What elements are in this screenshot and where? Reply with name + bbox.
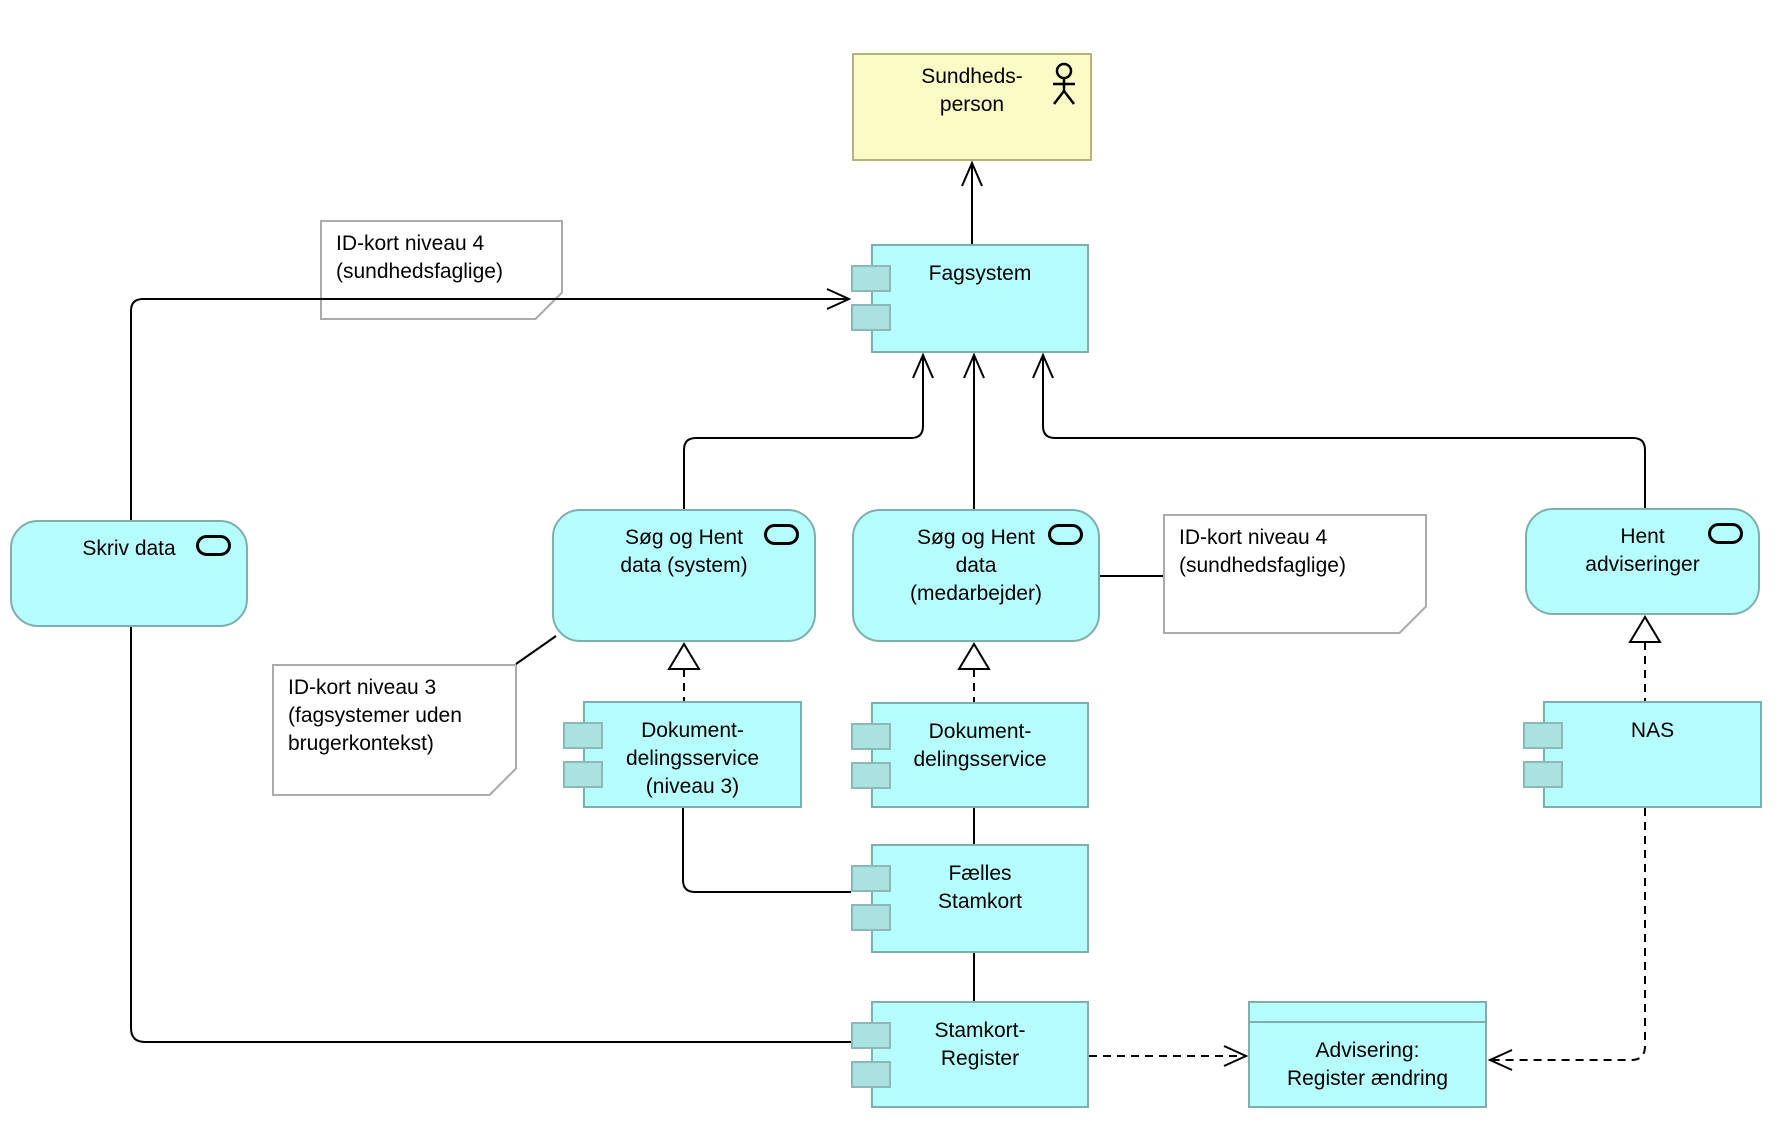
realization-triangle-icon xyxy=(957,642,991,670)
realization-triangle-icon xyxy=(1628,615,1662,643)
connector-sogsystem-to-fagsystem xyxy=(683,352,934,509)
line xyxy=(1493,808,1646,1061)
note-idkort3-text: ID-kort niveau 3 (fagsystemer uden bruge… xyxy=(288,676,462,755)
component-tab-icon xyxy=(563,761,603,788)
note-background xyxy=(1165,516,1425,632)
data-object-advisering-label: Advisering: Register ændring xyxy=(1286,1038,1449,1090)
actor-icon xyxy=(1053,62,1075,105)
component-dokumentdelingsservice-niveau3-label: Dokument- delingsservice (niveau 3) xyxy=(625,719,760,798)
component-tab-icon xyxy=(563,722,603,749)
note-idkort4-left: ID-kort niveau 4 (sundhedsfaglige) xyxy=(320,220,563,320)
realization-triangle-icon xyxy=(667,642,701,670)
line xyxy=(1042,356,1646,508)
service-sog-hent-data-system: Søg og Hent data (system) xyxy=(552,509,816,642)
service-oval-icon xyxy=(1048,524,1083,545)
service-oval-icon xyxy=(1708,523,1743,544)
connector-hentadviseringer-to-fagsystem xyxy=(1032,352,1646,508)
arrowhead-icon xyxy=(963,352,985,379)
component-tab-icon xyxy=(851,1061,891,1088)
component-tab-icon xyxy=(851,865,891,892)
component-fagsystem-label: Fagsystem xyxy=(928,262,1032,285)
component-nas: NAS xyxy=(1523,701,1762,808)
component-stamkort-register-label: Stamkort- Register xyxy=(934,1019,1026,1070)
arrowhead-icon xyxy=(1032,352,1054,379)
arrowhead-icon xyxy=(826,288,852,310)
component-stamkort-register: Stamkort- Register xyxy=(851,1001,1089,1108)
component-tab-icon xyxy=(851,762,891,789)
service-oval-icon xyxy=(764,524,799,545)
realization-nas-to-hentadviseringer xyxy=(1628,615,1662,701)
arrowhead-icon xyxy=(1223,1045,1249,1067)
component-tab-icon xyxy=(1523,761,1563,788)
line xyxy=(515,635,557,665)
service-sog-hent-data-medarbejder: Søg og Hent data (medarbejder) xyxy=(852,509,1100,642)
connector-sogmedarbejder-to-fagsystem xyxy=(963,352,985,509)
service-sog-hent-data-medarbejder-label: Søg og Hent data (medarbejder) xyxy=(910,526,1042,605)
line xyxy=(682,808,851,893)
arrowhead-icon xyxy=(1487,1049,1513,1071)
arrowhead-icon xyxy=(961,160,983,187)
data-object-label-wrap: Advisering: Register ændring xyxy=(1250,1023,1485,1106)
connector-fagsystem-to-sundhedsperson xyxy=(961,160,983,244)
service-sog-hent-data-system-label: Søg og Hent data (system) xyxy=(620,526,748,577)
service-hent-adviseringer-label: Hent adviseringer xyxy=(1585,525,1700,576)
note-idkort4-right: ID-kort niveau 4 (sundhedsfaglige) xyxy=(1163,514,1427,634)
component-tab-icon xyxy=(851,304,891,331)
arrowhead-icon xyxy=(912,352,934,379)
component-tab-icon xyxy=(851,723,891,750)
connector-faellesstamkort-to-dokdeling3 xyxy=(682,808,851,893)
component-fagsystem: Fagsystem xyxy=(851,244,1089,353)
flow-nas-to-advisering xyxy=(1487,808,1646,1071)
note-idkort4-left-text: ID-kort niveau 4 (sundhedsfaglige) xyxy=(336,232,503,283)
component-faelles-stamkort: Fælles Stamkort xyxy=(851,844,1089,953)
component-nas-label: NAS xyxy=(1630,719,1675,742)
actor-sundhedsperson: Sundheds- person xyxy=(852,53,1092,161)
realization-dokdeling-to-sogmedarbejder xyxy=(957,642,991,702)
actor-sundhedsperson-label: Sundheds- person xyxy=(921,65,1023,116)
service-skriv-data: Skriv data xyxy=(10,520,248,627)
component-dokumentdelingsservice-niveau3: Dokument- delingsservice (niveau 3) xyxy=(563,701,802,808)
note-connector-idkort3 xyxy=(515,635,557,665)
data-object-band xyxy=(1250,1003,1485,1023)
service-oval-icon xyxy=(196,535,231,556)
note-idkort3: ID-kort niveau 3 (fagsystemer uden bruge… xyxy=(272,664,517,796)
component-tab-icon xyxy=(851,265,891,292)
component-tab-icon xyxy=(851,1022,891,1049)
service-skriv-data-label: Skriv data xyxy=(82,537,176,560)
component-dokumentdelingsservice-label: Dokument- delingsservice xyxy=(913,720,1047,771)
component-dokumentdelingsservice: Dokument- delingsservice xyxy=(851,702,1089,808)
component-tab-icon xyxy=(1523,722,1563,749)
realization-dokdeling3-to-sogsystem xyxy=(667,642,701,701)
flow-stamkortregister-to-advisering xyxy=(1089,1045,1249,1067)
connector-skrivdata-to-fagsystem xyxy=(130,288,852,520)
component-tab-icon xyxy=(851,904,891,931)
note-idkort4-right-text: ID-kort niveau 4 (sundhedsfaglige) xyxy=(1179,526,1346,577)
service-hent-adviseringer: Hent adviseringer xyxy=(1525,508,1760,615)
line xyxy=(130,298,848,520)
data-object-advisering-register-aendring: Advisering: Register ændring xyxy=(1248,1001,1487,1108)
component-faelles-stamkort-label: Fælles Stamkort xyxy=(937,862,1023,913)
line xyxy=(683,356,924,509)
